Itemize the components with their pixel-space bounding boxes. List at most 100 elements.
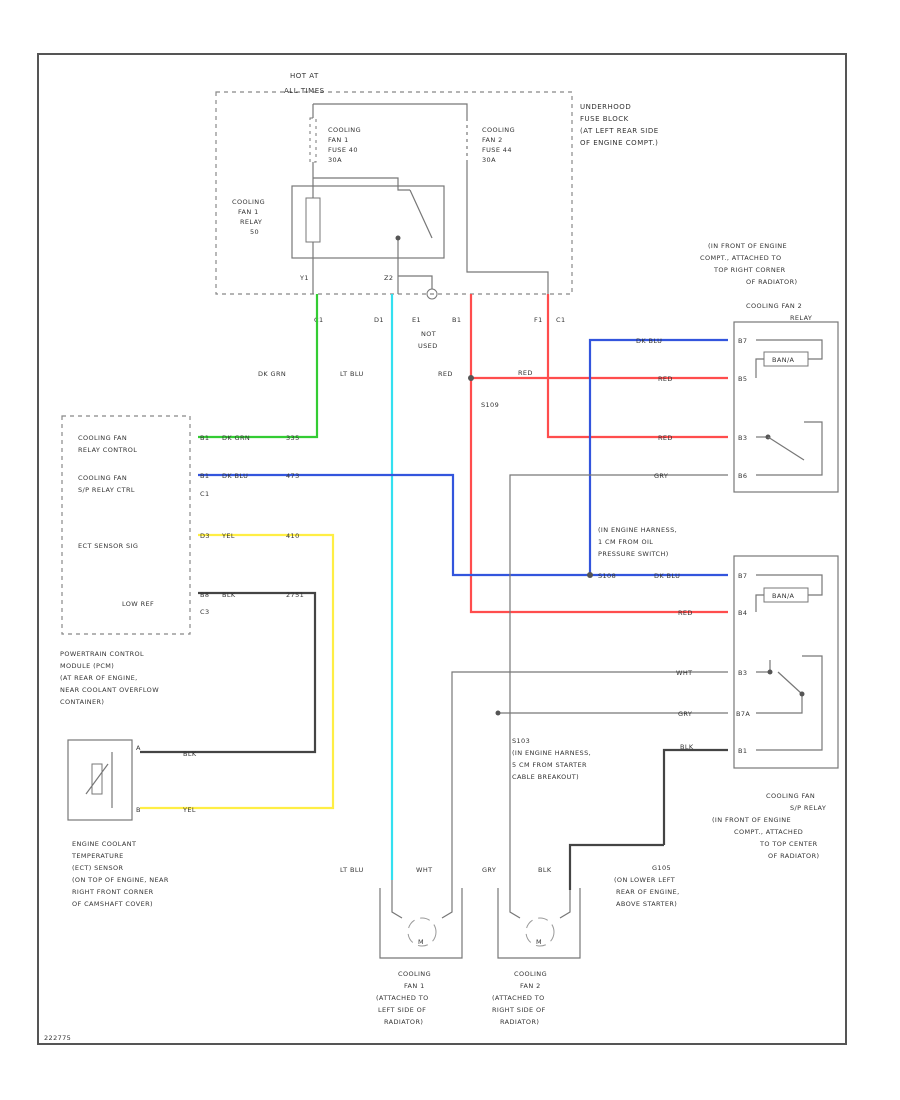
fan-2-wire-label-1: GRY [482,866,496,874]
relay-1-switch [409,189,433,239]
wire-label-blk: BLK [183,750,197,758]
pin-d1-left: C1 [314,316,323,324]
fuse-block-title: UNDERHOOD FUSE BLOCK (AT LEFT REAR SIDE … [580,103,661,147]
cooling-fan-2-relay: (IN FRONT OF ENGINE COMPT., ATTACHED TO … [700,242,839,493]
pin-c1: C1 [556,316,565,324]
ground-g105: G105 (ON LOWER LEFT REAR OF ENGINE, ABOV… [614,864,682,908]
wire-blk-low-ref [140,591,317,754]
cooling-fan-sp-relay: B7 B4 B3 B7A B1 BAN/A COOLING FAN S/P RE… [712,555,839,860]
pcm-row-3-num: 410 [286,532,300,540]
wire-label-red-5: RED [678,609,693,617]
ect-description: ENGINE COOLANT TEMPERATURE (ECT) SENSOR … [71,840,171,908]
splice-s108-desc: (IN ENGINE HARNESS, 1 CM FROM OIL PRESSU… [598,526,680,558]
relay-2-pin-4: B6 [738,472,747,480]
wire-blk-sp-relay [662,748,728,845]
sp-relay-pin-4: B7A [736,710,750,718]
fan-1-motor-label: M [418,938,424,946]
pin-f1: F1 [534,316,543,324]
fan-2-motor-label: M [536,938,542,946]
relay-2-title: (IN FRONT OF ENGINE COMPT., ATTACHED TO … [700,242,812,322]
sp-relay-pin-1: B7 [738,572,747,580]
sp-relay-switch [777,671,803,695]
wire-label-gry-1: GRY [654,472,668,480]
fan-2-wire-label-2: BLK [538,866,552,874]
wire-label-red-1: RED [438,370,453,378]
wire-label-wht: WHT [676,669,693,677]
pcm-row-2-code: B1 [200,472,209,480]
not-used-label: NOT USED [418,330,439,350]
fan-1-wire-label-2: WHT [416,866,433,874]
pcm-row-2-color: DK BLU [222,472,248,480]
fan-1-wire-label-1: LT BLU [340,866,364,874]
fan-2-motor-icon [525,917,555,947]
ect-pin-a: A [136,744,141,752]
all-times-label: ALL TIMES [284,87,325,95]
relay-1-label: COOLING FAN 1 RELAY 50 [232,198,267,236]
pcm-row-2-label: COOLING FAN S/P RELAY CTRL [78,474,135,494]
fuse-block-outline [215,91,573,295]
pcm-row-2-num: 473 [286,472,300,480]
pin-z2: Z2 [384,274,393,282]
fuse-2-label: COOLING FAN 2 FUSE 44 30A [482,126,517,164]
pcm-row-3-label: ECT SENSOR SIG [78,542,138,550]
sp-relay-coil-label: BAN/A [772,592,795,600]
wire-label-dk-blu-1: DK BLU [636,337,662,345]
ect-pin-b: B [136,806,141,814]
wire-label-red-2: RED [518,369,533,377]
relay-2-coil-label: BAN/A [772,356,795,364]
pin-y1: Y1 [299,274,309,282]
pcm-outline [61,415,191,635]
pin-d1: D1 [374,316,384,324]
relay-2-box [733,321,839,493]
sp-relay-pin-5: B1 [738,747,747,755]
wire-label-blk-2: BLK [680,743,694,751]
sp-relay-pin-3: B3 [738,669,747,677]
wire-label-gry-2: GRY [678,710,692,718]
wire-label-red-4: RED [658,434,673,442]
relay-2-pin-1: B7 [738,337,747,345]
ground-name: G105 [652,864,671,872]
power-bus [313,103,468,118]
fan-1-housing [379,888,463,959]
relay-2-pin-2: B5 [738,375,747,383]
wire-red-relay-2-contact [546,294,728,439]
cooling-fan-2: GRY BLK M COOLING FAN 2 (ATTACHED TO RIG… [482,866,581,1026]
pcm-row-4-num: 2751 [286,591,304,599]
splice-s108 [587,572,593,578]
relay-2-pin-3: B3 [738,434,747,442]
pcm-row-1-code: B1 [200,434,209,442]
wire-label-dk-grn: DK GRN [258,370,286,378]
cooling-fan-1: LT BLU WHT M COOLING FAN 1 (ATTACHED TO … [340,866,463,1026]
fuse-1-symbol [309,117,317,163]
splice-s108-name: S108 [598,572,616,580]
fan-1-motor-icon [407,917,437,947]
fuse-1-label: COOLING FAN 1 FUSE 40 30A [328,126,363,164]
wire-label-red-3: RED [658,375,673,383]
fan-2-description: COOLING FAN 2 (ATTACHED TO RIGHT SIDE OF… [492,970,549,1026]
splice-s109 [468,375,474,381]
wire-red-to-sp-relay [469,294,728,614]
pcm-row-1-label: COOLING FAN RELAY CONTROL [78,434,137,454]
pcm-row-4-label: LOW REF [122,600,154,608]
hot-at-label: HOT AT [290,72,319,80]
wire-label-lt-blu: LT BLU [340,370,364,378]
cooling-fan-1-relay [291,185,445,259]
thermistor-icon [91,763,103,795]
ground-description: (ON LOWER LEFT REAR OF ENGINE, ABOVE STA… [614,876,682,908]
diagram-frame [37,53,847,1045]
pin-e1: E1 [412,316,421,324]
splice-s109-label: S109 [481,401,499,409]
pcm: COOLING FAN RELAY CONTROL B1 DK GRN 335 … [60,415,304,706]
wire-wht [451,671,728,890]
wire-yel [140,533,335,810]
pin-b1: B1 [452,316,461,324]
ect-sensor-box [67,739,133,821]
relay-1-coil [305,197,321,243]
wire-label-yel: YEL [182,806,196,814]
pcm-row-1-num: 335 [286,434,300,442]
relay-2-switch [767,436,805,461]
pcm-row-4-color: BLK [222,591,236,599]
fan-1-description: COOLING FAN 1 (ATTACHED TO LEFT SIDE OF … [376,970,433,1026]
pcm-description: POWERTRAIN CONTROL MODULE (PCM) (AT REAR… [60,650,162,706]
